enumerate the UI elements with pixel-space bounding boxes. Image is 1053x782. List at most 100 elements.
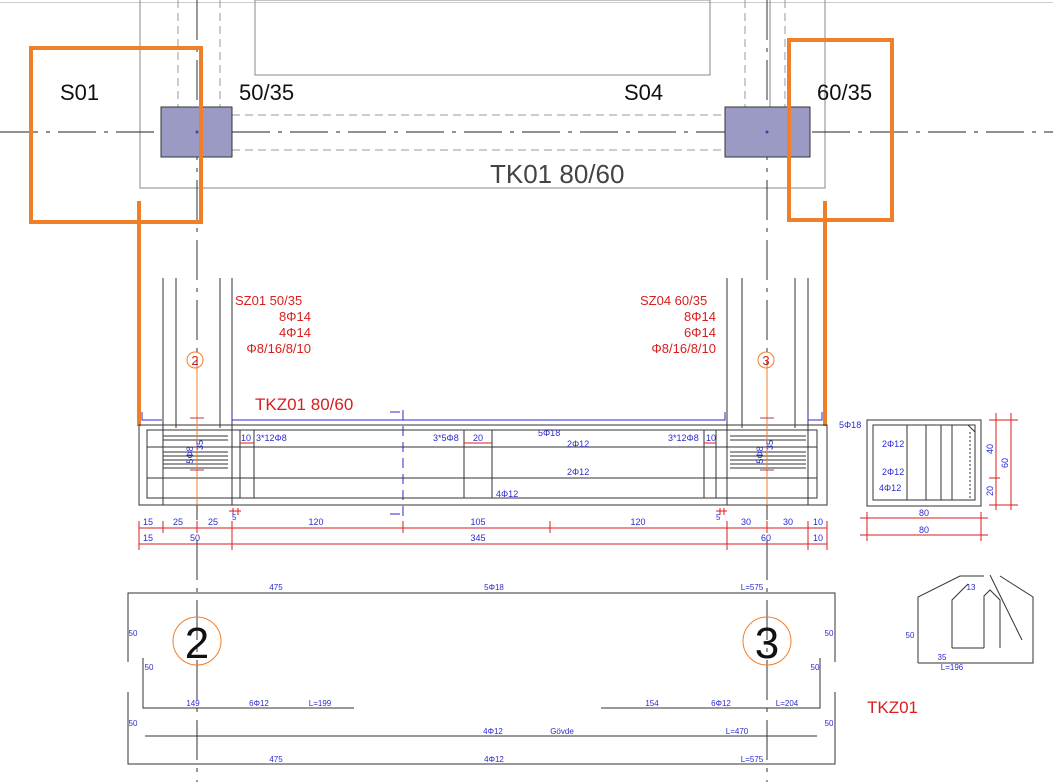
stirrup-dim-35: 35 bbox=[938, 653, 947, 662]
beam-elevation-label: TKZ01 80/60 bbox=[255, 395, 353, 414]
left-col-note-3: 4Φ14 bbox=[279, 325, 311, 340]
right-col-note-1: SZ04 60/35 bbox=[640, 293, 707, 308]
highlight-box-right bbox=[787, 38, 894, 222]
bar-r2-right bbox=[601, 658, 821, 709]
stirrup-inner-left bbox=[951, 583, 984, 649]
r2-left-total: L=199 bbox=[309, 699, 332, 708]
col-right-label: S04 bbox=[624, 80, 663, 105]
dim2-60: 60 bbox=[761, 533, 771, 543]
stirrups-right bbox=[730, 435, 806, 469]
bar-r4 bbox=[127, 692, 836, 765]
r2-left-hook: 50 bbox=[145, 663, 154, 672]
section-dims bbox=[860, 413, 1018, 541]
section-dim-20: 20 bbox=[985, 486, 995, 496]
stirrup-detail: 13 50 35 L=196 bbox=[906, 574, 1034, 672]
r2-left-len: 149 bbox=[186, 699, 200, 708]
bar-2p12-label-a: 2Φ12 bbox=[567, 439, 589, 449]
bar-2p12-label-b: 2Φ12 bbox=[567, 467, 589, 477]
r1-left-hook: 50 bbox=[129, 629, 138, 638]
section-outline bbox=[866, 419, 982, 507]
r4-bar: 4Φ12 bbox=[484, 755, 504, 764]
r2-right-bar: 6Φ12 bbox=[711, 699, 731, 708]
column-s01-center bbox=[195, 130, 199, 134]
r2-left-bar: 6Φ12 bbox=[249, 699, 269, 708]
section-row1: 2Φ12 bbox=[882, 439, 904, 449]
left-10-label: 10 bbox=[241, 433, 251, 443]
left-col-note-1: SZ01 50/35 bbox=[235, 293, 302, 308]
axis-2-label: 2 bbox=[185, 619, 209, 668]
stirrup-left-leg bbox=[917, 575, 984, 663]
dimension-lines bbox=[138, 521, 828, 550]
left-col-note-2: 8Φ14 bbox=[279, 309, 311, 324]
axis-3-label-small: 3 bbox=[762, 353, 769, 368]
r1-right-hook: 50 bbox=[825, 629, 834, 638]
r4-len: 475 bbox=[269, 755, 283, 764]
stirrup-inner-right bbox=[983, 589, 1001, 648]
axis-2-bubble bbox=[172, 616, 222, 666]
r3-left-hook: 50 bbox=[129, 719, 138, 728]
highlight-box-left bbox=[29, 46, 203, 224]
r1-bar: 5Φ18 bbox=[484, 583, 504, 592]
left-3x12-label: 3*12Φ8 bbox=[256, 433, 287, 443]
section-row2: 2Φ12 bbox=[882, 467, 904, 477]
dim1-15: 15 bbox=[143, 517, 153, 527]
section-inner bbox=[872, 424, 976, 501]
right-10-label: 10 bbox=[706, 433, 716, 443]
beam-cross-section: 5Φ18 2Φ12 2Φ12 4Φ12 40 20 60 80 80 bbox=[839, 413, 1018, 541]
stirrups-left bbox=[163, 435, 228, 469]
slab-opening bbox=[254, 0, 711, 76]
bar-r2-left bbox=[142, 658, 354, 709]
dim2-10: 10 bbox=[813, 533, 823, 543]
r2-right-total: L=204 bbox=[776, 699, 799, 708]
col-right-size: 60/35 bbox=[817, 80, 872, 105]
r3-name: Gövde bbox=[550, 727, 574, 736]
r3-total: L=470 bbox=[726, 727, 749, 736]
dim1-30a: 30 bbox=[741, 517, 751, 527]
section-dim-60: 60 bbox=[1000, 458, 1010, 468]
right-col-note-2: 8Φ14 bbox=[684, 309, 716, 324]
axis-3-label: 3 bbox=[755, 619, 779, 668]
axis-2-bubble-small bbox=[186, 351, 204, 369]
r1-total: L=575 bbox=[741, 583, 764, 592]
bar-schedule: 475 5Φ18 L=575 50 50 2 3 50 50 149 6Φ12 … bbox=[127, 583, 918, 765]
section-stirrup-legs bbox=[906, 424, 976, 500]
beam-elevation: SZ01 50/35 8Φ14 4Φ14 Φ8/16/8/10 SZ04 60/… bbox=[138, 278, 828, 550]
dim1-25a: 25 bbox=[173, 517, 183, 527]
right-3x12-label: 3*12Φ8 bbox=[668, 433, 699, 443]
right-col-note-4: Φ8/16/8/10 bbox=[651, 341, 716, 356]
top-bar-label: 5Φ18 bbox=[538, 428, 560, 438]
dim1-30b: 30 bbox=[783, 517, 793, 527]
beam-outline bbox=[138, 424, 828, 506]
tick-5-right: 5 bbox=[716, 513, 721, 522]
section-row3: 4Φ12 bbox=[879, 483, 901, 493]
section-dim-80b: 80 bbox=[919, 525, 929, 535]
stirrup-hook-line bbox=[989, 574, 1023, 641]
dim1-10: 10 bbox=[813, 517, 823, 527]
bracket-right bbox=[807, 412, 823, 421]
axis-3-bubble-small bbox=[757, 351, 775, 369]
dim1-120a: 120 bbox=[308, 517, 323, 527]
beam-plan-label: TK01 80/60 bbox=[490, 159, 624, 189]
stirrup-right-leg bbox=[984, 575, 1034, 664]
column-bar-markers bbox=[190, 417, 774, 471]
r3-right-hook: 50 bbox=[825, 719, 834, 728]
dim2-50: 50 bbox=[190, 533, 200, 543]
r4-total: L=575 bbox=[741, 755, 764, 764]
r3-bar: 4Φ12 bbox=[483, 727, 503, 736]
section-dim-80a: 80 bbox=[919, 508, 929, 518]
beam-inner bbox=[146, 429, 818, 499]
bracket-span bbox=[231, 412, 726, 421]
bar-r1 bbox=[127, 592, 836, 662]
dim2-15: 15 bbox=[143, 533, 153, 543]
mid-20-label: 20 bbox=[473, 433, 483, 443]
dim1-105: 105 bbox=[470, 517, 485, 527]
r1-len: 475 bbox=[269, 583, 283, 592]
stirrup-total: L=196 bbox=[941, 663, 964, 672]
col-left-size: 50/35 bbox=[239, 80, 294, 105]
bracket-left bbox=[141, 412, 162, 421]
dim1-120b: 120 bbox=[630, 517, 645, 527]
axis-2-label-small: 2 bbox=[191, 353, 198, 368]
bottom-bar-label: 4Φ12 bbox=[496, 489, 518, 499]
axis-3-bubble bbox=[742, 616, 792, 666]
